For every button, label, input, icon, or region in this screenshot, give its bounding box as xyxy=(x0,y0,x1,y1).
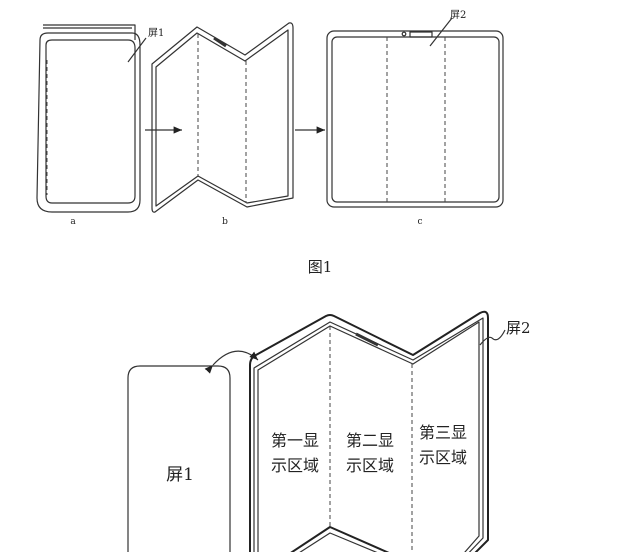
fig2-region-2: 第二显 示区域 xyxy=(346,431,394,475)
fig1b-unfolding-device xyxy=(151,22,294,213)
fig1a-screen1-label: 屏1 xyxy=(148,27,164,39)
fig2-screen2-label: 屏2 xyxy=(506,319,531,337)
fig2-screen2-folded xyxy=(249,310,506,552)
fig1c-screen2-label: 屏2 xyxy=(450,9,466,21)
fig2-region-1: 第一显 示区域 xyxy=(271,431,319,475)
fig1b-sublabel: b xyxy=(222,217,228,227)
fig1a-folded-device xyxy=(36,24,147,213)
fig1c-unfolded-device xyxy=(326,17,504,208)
region-3-line1: 第三显 xyxy=(419,423,467,442)
region-2-line1: 第二显 xyxy=(346,431,394,450)
region-2-line2: 示区域 xyxy=(346,456,394,475)
fig2-region-3: 第三显 示区域 xyxy=(419,423,467,467)
fig1c-sublabel: c xyxy=(417,217,422,227)
region-3-line2: 示区域 xyxy=(419,448,467,467)
fig2-screen1-label: 屏1 xyxy=(166,465,194,485)
fig2-screen1-panel xyxy=(127,365,231,552)
region-1-line1: 第一显 xyxy=(271,431,319,450)
fig1a-sublabel: a xyxy=(70,217,76,227)
region-1-line2: 示区域 xyxy=(271,456,319,475)
figure1-caption: 图1 xyxy=(308,258,333,276)
